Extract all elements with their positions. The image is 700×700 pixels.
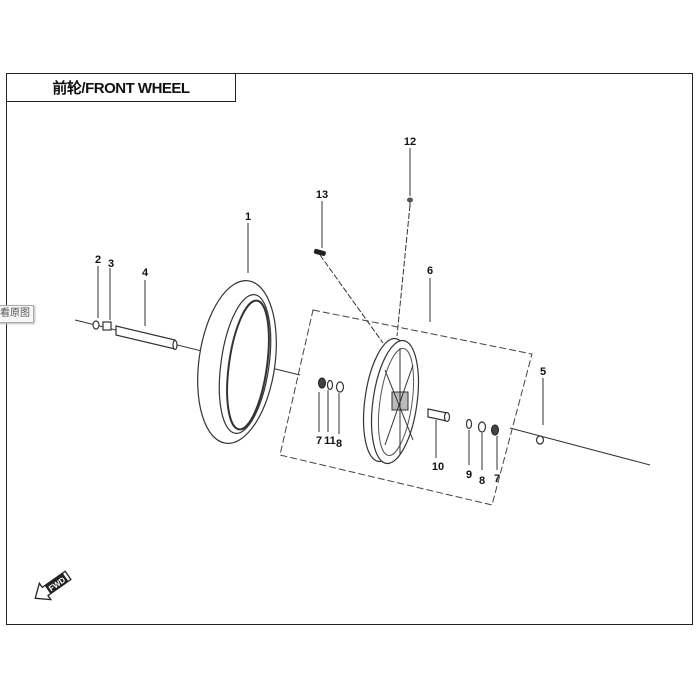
part-6-rim[interactable] [357,336,426,467]
part-8-seal-right[interactable] [477,421,487,433]
part-8-seal-left[interactable] [335,381,345,393]
diagram-frame [6,73,693,625]
part-12-valve[interactable] [407,197,413,208]
callout-11: 11 [324,435,336,447]
leader-13 [319,254,384,344]
callout-10: 10 [432,461,444,473]
callout-8-left: 8 [336,438,342,450]
part-7-bearing-right[interactable] [491,424,499,436]
part-5-collar[interactable] [535,435,545,445]
view-original-tooltip[interactable]: 看原图 [0,305,34,323]
part-1-tire[interactable] [188,276,286,449]
part-13-weight[interactable] [313,248,326,257]
part-2-nut[interactable] [92,320,100,330]
forward-direction-arrow-icon: FWD [34,570,72,601]
callout-7-right: 7 [494,473,500,485]
callout-6: 6 [427,265,433,277]
part-7-bearing-left[interactable] [318,377,326,389]
leader-12 [396,204,411,337]
part-4-axle[interactable] [115,325,178,351]
axle-line-right [509,427,651,466]
part-11-circlip[interactable] [326,379,334,391]
callout-13: 13 [316,189,328,201]
callout-5: 5 [540,366,546,378]
callout-2: 2 [95,254,101,266]
part-9-ring[interactable] [465,418,473,430]
part-10-spacer[interactable] [427,408,451,423]
callout-8-right: 8 [479,475,485,487]
part-3-collar[interactable] [102,321,112,331]
callout-12: 12 [404,136,416,148]
callout-9: 9 [466,469,472,481]
rim-assembly-group-box [279,309,533,506]
callout-4: 4 [142,267,149,279]
callout-1: 1 [245,211,251,223]
callout-7-left: 7 [316,435,322,447]
callout-3: 3 [108,258,114,270]
page-title: 前轮/FRONT WHEEL [6,73,236,102]
